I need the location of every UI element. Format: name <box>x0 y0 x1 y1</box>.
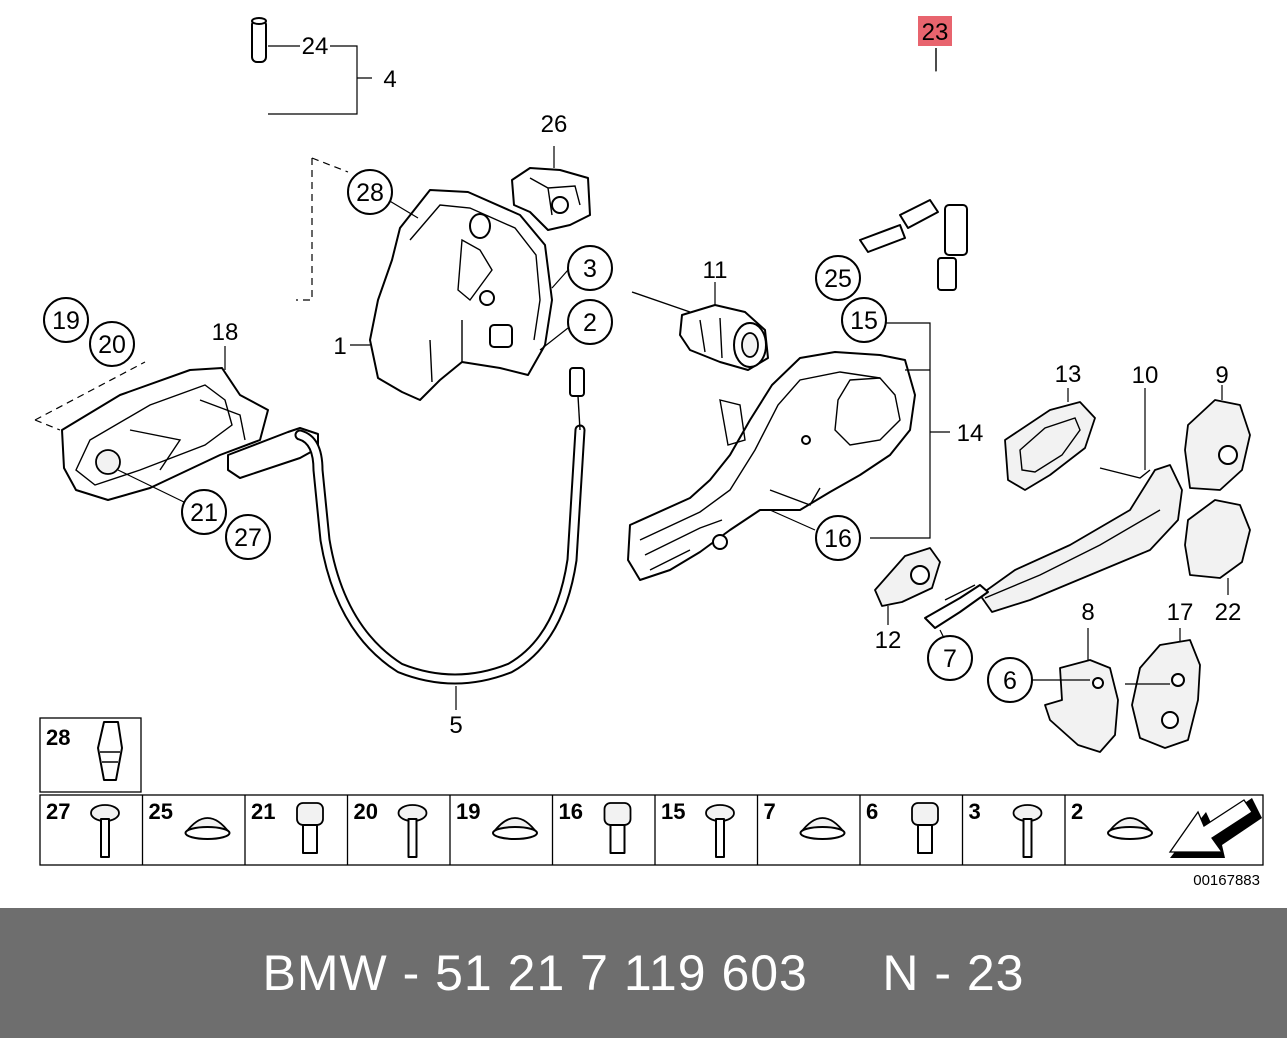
table-cell-label: 20 <box>354 799 378 824</box>
part-bracket-8 <box>1044 659 1119 753</box>
callout-13: 13 <box>1055 361 1082 388</box>
callout-20: 20 <box>98 331 126 359</box>
callout-11: 11 <box>703 257 728 284</box>
callout-9: 9 <box>1215 362 1228 389</box>
fastener-icon <box>97 721 123 781</box>
part-carrier-14 <box>627 351 916 581</box>
fastener-icon <box>911 802 939 854</box>
fastener-icon <box>90 804 120 858</box>
table-cell-label: 16 <box>559 799 583 824</box>
callout-7: 7 <box>943 645 957 673</box>
table-cell-label: 7 <box>764 799 776 824</box>
footer-title: BMW - 51 21 7 119 603 N - 23 <box>262 945 1025 1001</box>
highlight-23 <box>918 16 952 46</box>
callout-6: 6 <box>1003 667 1017 695</box>
part-plate-17 <box>1131 639 1201 749</box>
callout-27: 27 <box>234 524 262 552</box>
part-lock-1 <box>369 189 553 401</box>
part-gasket-13 <box>1004 401 1096 491</box>
callout-1: 1 <box>333 333 346 360</box>
callout-21: 21 <box>190 499 218 527</box>
reference-number: 00167883 <box>1193 872 1260 889</box>
parts-table: 28 <box>39 717 1264 866</box>
fastener-icon <box>492 817 538 840</box>
table-cell-label: 19 <box>456 799 480 824</box>
callout-8: 8 <box>1081 599 1094 626</box>
callout-10: 10 <box>1132 362 1159 389</box>
table-cell-label: 25 <box>149 799 173 824</box>
table-cell-label: 27 <box>46 799 70 824</box>
callout-5: 5 <box>449 712 462 739</box>
fastener-icon <box>1012 804 1043 858</box>
parts-table-cells: 27 25 21 20 19 16 15 7 6 3 2 <box>46 795 1153 865</box>
callout-3: 3 <box>583 255 597 283</box>
callout-28: 28 <box>356 179 384 207</box>
part-clip-26 <box>511 167 591 231</box>
part-rod-4 <box>251 17 294 299</box>
fastener-icon <box>397 804 428 858</box>
callout-4: 4 <box>383 66 396 93</box>
part-handle-10 <box>979 464 1183 613</box>
fastener-icon <box>603 802 632 854</box>
part-cap-9 <box>1184 399 1251 491</box>
callout-22: 22 <box>1215 599 1242 626</box>
fastener-icon <box>705 804 735 858</box>
arrow-icon <box>1168 798 1262 858</box>
fastener-icon <box>1107 817 1153 840</box>
table-cell-label: 21 <box>251 799 275 824</box>
table-cell-label: 15 <box>661 799 685 824</box>
parts-diagram: 24 4 1 28 3 2 26 18 19 20 21 <box>34 16 1264 889</box>
callout-25: 25 <box>824 265 852 293</box>
part-cap-22 <box>1184 499 1251 579</box>
part-link-7 <box>924 584 989 629</box>
part-cylinder-11 <box>631 291 769 371</box>
table-cell-label: 3 <box>969 799 981 824</box>
fastener-icon <box>296 802 324 854</box>
part-cable-23 <box>850 48 975 291</box>
part-gasket-12 <box>874 547 941 607</box>
callout-23: 23 <box>922 19 949 46</box>
fastener-icon <box>184 817 231 840</box>
callout-14: 14 <box>957 420 984 447</box>
table-cell-label-top: 28 <box>46 725 70 750</box>
part-handle-18 <box>61 367 319 501</box>
callout-16: 16 <box>824 525 852 553</box>
callout-18: 18 <box>212 319 239 346</box>
callout-24: 24 <box>302 33 329 60</box>
callout-12: 12 <box>875 627 902 654</box>
callout-15: 15 <box>850 307 878 335</box>
fastener-icon <box>799 817 846 840</box>
callout-19: 19 <box>52 307 80 335</box>
callout-26: 26 <box>541 111 568 138</box>
callout-17: 17 <box>1167 599 1194 626</box>
table-cell-label: 2 <box>1071 799 1083 824</box>
callout-2: 2 <box>583 309 597 337</box>
table-cell-label: 6 <box>866 799 878 824</box>
part-cable-5 <box>294 367 586 685</box>
footer-bar: BMW - 51 21 7 119 603 N - 23 <box>0 908 1287 1038</box>
